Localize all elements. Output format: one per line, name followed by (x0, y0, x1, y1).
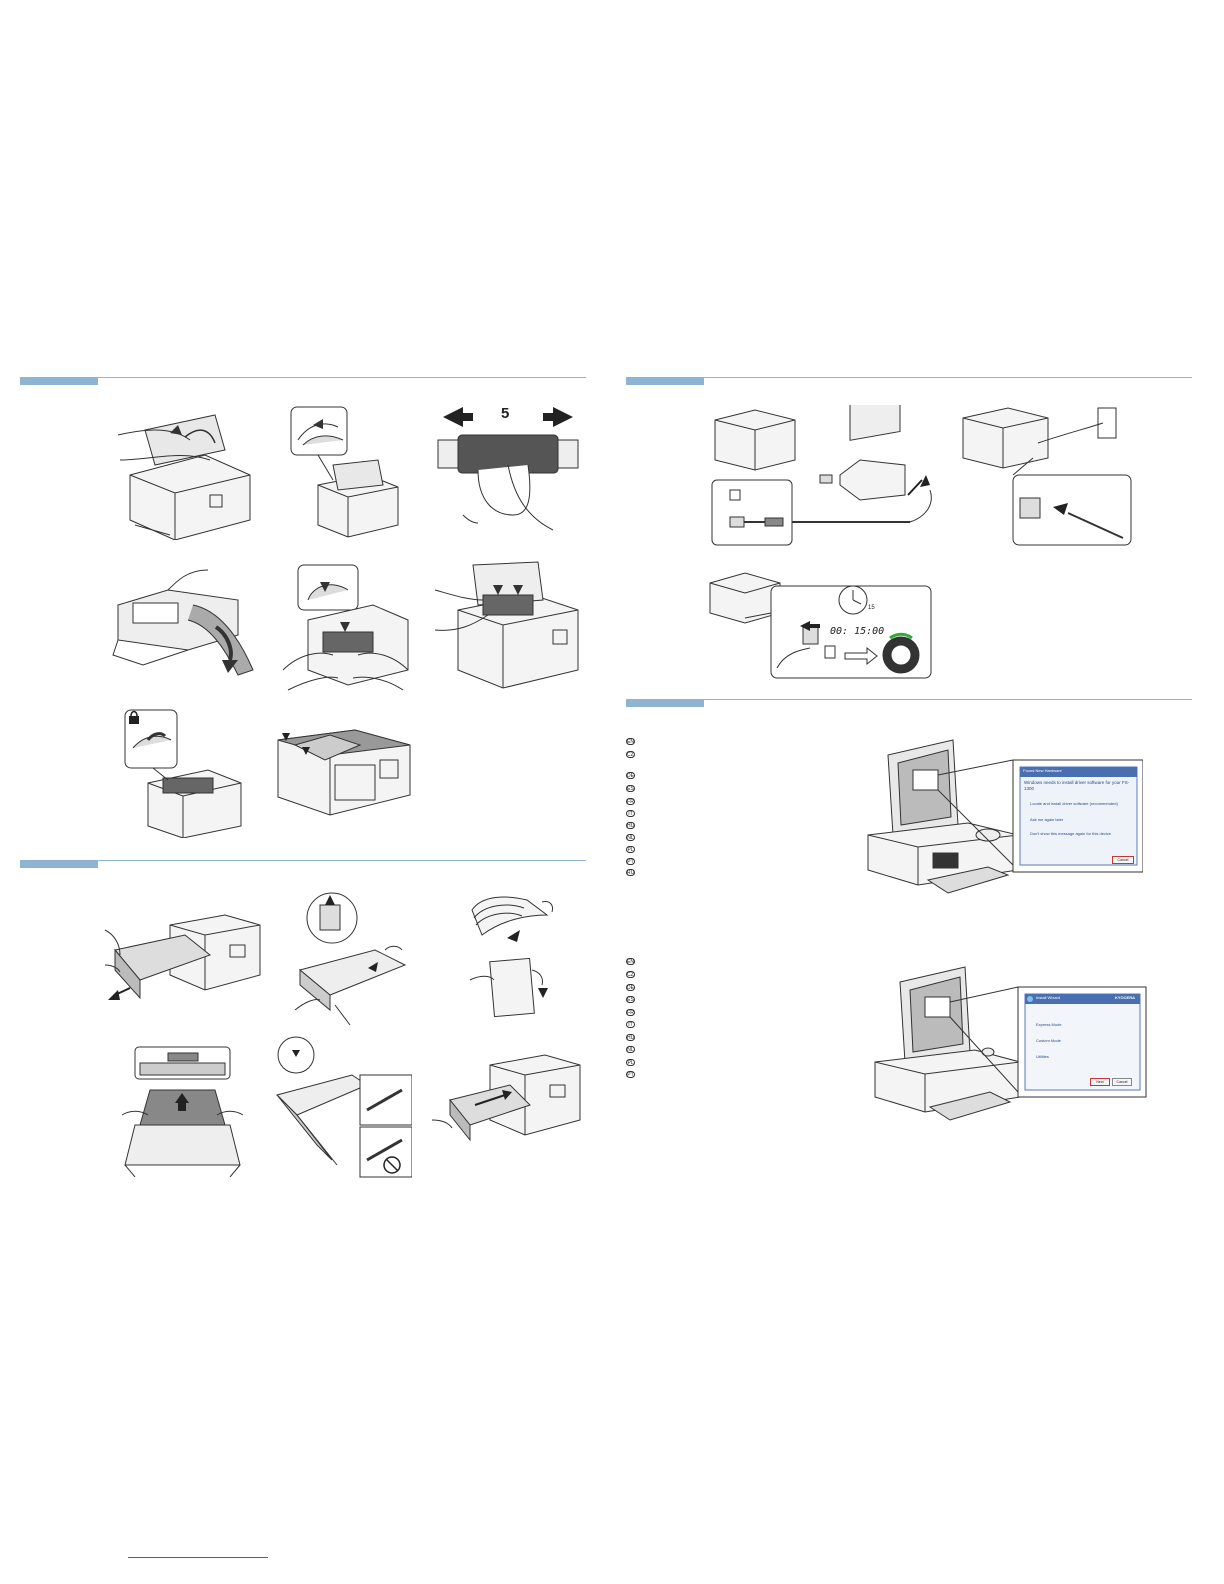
lang-marker: DE (626, 984, 635, 991)
lang-marker: NL (626, 1046, 635, 1053)
arrow-up-icon (175, 1093, 189, 1103)
illustration-insert-toner (278, 560, 413, 695)
section-divider-install (626, 699, 1192, 700)
lang-marker: FR (626, 798, 635, 805)
arrow-icon (108, 990, 120, 1000)
arrow-icon (502, 1090, 512, 1100)
printer-open-cover-icon (117, 414, 251, 540)
arrow-down-icon (340, 622, 350, 632)
illustration-power-on-wait: 00: 15:00 15 (705, 568, 933, 680)
dialog1-cancel-button[interactable]: Cancel (1112, 856, 1134, 864)
lang-marker: ES (626, 996, 635, 1003)
timer-display: 00: 15:00 (830, 626, 885, 637)
illustration-power-cable (958, 403, 1133, 548)
dialog1-option-dont-show[interactable]: Don't show this message again for this d… (1030, 831, 1112, 836)
illustration-load-paper (120, 1045, 245, 1177)
lang-marker: PL (626, 846, 635, 853)
illustration-pull-cassette (100, 910, 265, 1005)
section-divider-connect (626, 377, 1192, 378)
lang-marker: CZ (626, 971, 635, 978)
lang-marker: RU (626, 869, 635, 876)
arrow-down-icon (222, 660, 238, 673)
illustration-adjust-guides (290, 890, 410, 1030)
illustration-usb-connection (710, 405, 950, 547)
lang-marker: PT (626, 1071, 635, 1078)
section-tab-toner (20, 377, 98, 385)
section-divider-paper (20, 860, 586, 861)
lang-marker: EN (626, 958, 635, 965)
lang-marker: NL (626, 834, 635, 841)
lang-marker: ES (626, 785, 635, 792)
arrow-icon (1053, 503, 1068, 515)
lang-marker: HU (626, 822, 635, 829)
illustration-check-paper-level (272, 1035, 412, 1180)
arrow-left-icon (800, 621, 810, 631)
lang-marker: HU (626, 1034, 635, 1041)
lang-marker: FR (626, 1009, 635, 1016)
prohibited-icon (383, 1156, 401, 1174)
arrow-icon (507, 930, 520, 942)
section-tab-install (626, 699, 704, 707)
dialog2-option-utilities[interactable]: Utilities (1036, 1054, 1049, 1059)
arrow-icon (313, 419, 323, 429)
arrow-down-icon (538, 988, 548, 998)
lock-icon (129, 716, 139, 724)
arrow-down-icon (282, 733, 290, 741)
lang-marker: CZ (626, 751, 635, 758)
arrow-left-icon (443, 407, 463, 427)
dialog1-heading: Windows needs to install driver software… (1024, 780, 1130, 791)
dialog2-cancel-button[interactable]: Cancel (1112, 1078, 1132, 1086)
illustration-lock-lever (123, 708, 243, 838)
illustration-open-top-cover (110, 405, 255, 540)
illustration-fan-paper (462, 890, 557, 1020)
illustration-press-toner (433, 560, 583, 695)
arrow-right-icon (844, 646, 878, 666)
illustration-driver-install-dialog: Found New Hardware Windows needs to inst… (858, 735, 1143, 895)
dialog2-option-custom[interactable]: Custom Mode (1036, 1038, 1061, 1043)
dialog2-option-express[interactable]: Express Mode (1036, 1022, 1062, 1027)
arrow-right-icon (553, 407, 573, 427)
lang-marker: PT (626, 858, 635, 865)
dialog1-title: Found New Hardware (1023, 768, 1062, 773)
arrow-icon (920, 475, 930, 487)
dialog2-next-button[interactable]: Next (1090, 1078, 1110, 1086)
arrow-up-icon (325, 895, 335, 905)
lang-marker: IT (626, 1021, 635, 1028)
illustration-insert-cassette (430, 1050, 585, 1165)
illustration-release-toner (288, 405, 403, 540)
lang-marker: PL (626, 1059, 635, 1066)
timer-minutes: 15 (868, 605, 875, 611)
footer-link-underline[interactable] (128, 1557, 268, 1558)
section-divider-toner (20, 377, 586, 378)
illustration-close-top-cover (270, 725, 415, 835)
illustration-remove-packaging (108, 565, 258, 680)
illustration-install-wizard-dialog: Install Wizard KYOCERA Express Mode Cust… (870, 962, 1150, 1122)
arrow-down-icon (493, 585, 503, 595)
shake-count: 5 (501, 405, 510, 422)
lang-marker: DE (626, 772, 635, 779)
section-tab-connect (626, 377, 704, 385)
illustration-shake-toner: 5 (433, 405, 583, 540)
lang-marker: IT (626, 810, 635, 817)
dialog2-title: Install Wizard (1036, 995, 1061, 1000)
dialog1-option-locate[interactable]: Locate and install driver software (reco… (1030, 801, 1118, 806)
lang-marker: EN (626, 738, 635, 745)
section-tab-paper (20, 860, 98, 868)
dialog1-option-later[interactable]: Ask me again later (1030, 817, 1064, 822)
dialog2-brand: KYOCERA (1115, 995, 1136, 1000)
